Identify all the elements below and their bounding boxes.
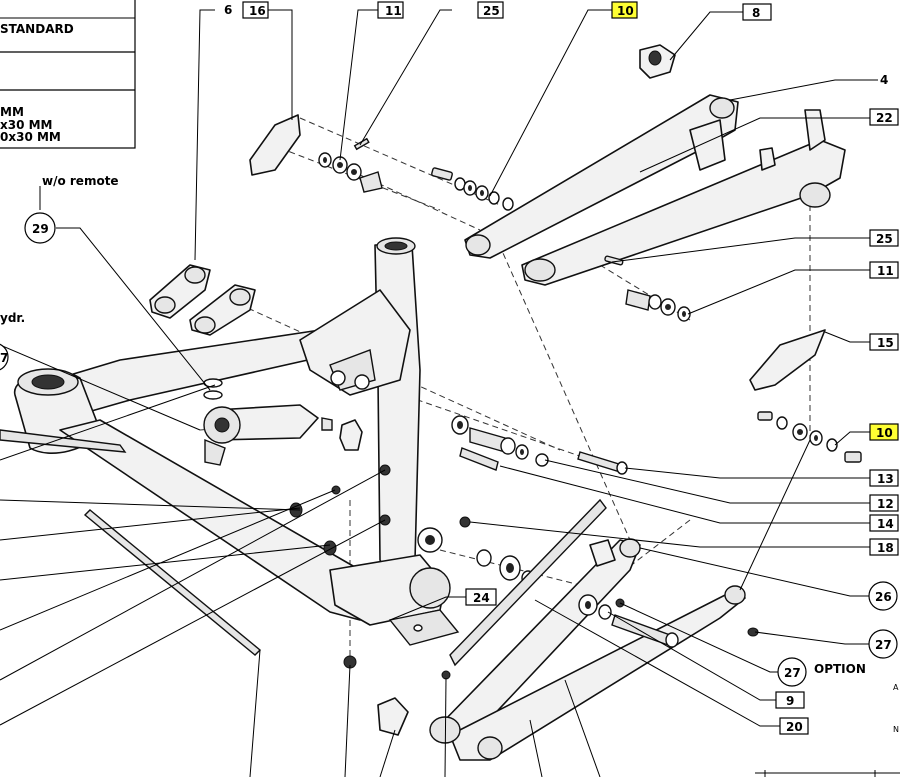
main-frame: [0, 237, 451, 656]
bolt-stack-10-right: [757, 411, 862, 463]
callout-12: 12: [877, 497, 894, 511]
note-edge-n: N: [893, 725, 899, 734]
callout-14: 14: [877, 517, 894, 531]
link-plates: [149, 264, 256, 336]
callout-25-top: 25: [483, 4, 500, 18]
bottom-border-strip: [755, 770, 900, 777]
leader-lines: [0, 9, 878, 778]
callout-24: 24: [473, 591, 490, 605]
chainstay-22: [521, 109, 846, 286]
bolt-stack-10-top: [431, 167, 514, 211]
note-hydr: ydr.: [0, 311, 25, 325]
callout-27-option: 27: [784, 666, 801, 680]
title-x30mm: x30 MM: [0, 118, 53, 132]
callout-26: 26: [875, 590, 892, 604]
callout-15: 15: [877, 336, 894, 350]
pivot-hardware-stack: [451, 415, 628, 475]
upper-link-4: [464, 94, 739, 259]
bolt-stack-top: [318, 137, 383, 193]
bolt-stack-mid-right: [604, 255, 691, 322]
callout-27-right: 27: [875, 638, 892, 652]
guard-15: [749, 329, 826, 391]
callout-22: 22: [876, 111, 893, 125]
note-option: OPTION: [814, 662, 866, 676]
callout-25-right: 25: [876, 232, 893, 246]
callout-7-partial: 7: [0, 351, 8, 365]
callout-6: 6: [224, 3, 232, 17]
callout-labels: 6 16 11 25 10 8 4 22 25 11 15 10 13 12 1…: [0, 1, 899, 735]
callout-11-right: 11: [877, 264, 894, 278]
title-0x30mm: 0x30 MM: [0, 130, 61, 144]
callout-18: 18: [877, 541, 894, 555]
callout-29: 29: [32, 222, 49, 236]
callout-9: 9: [786, 694, 794, 708]
callout-16: 16: [249, 4, 266, 18]
note-edge-a: A: [893, 683, 899, 692]
notes: w/o remote ydr. OPTION N A: [0, 174, 899, 734]
callout-11-top: 11: [385, 4, 402, 18]
fender-16: [249, 114, 301, 176]
callout-4: 4: [880, 73, 888, 87]
title-standard: STANDARD: [0, 22, 74, 36]
small-hardware: [289, 464, 535, 646]
title-mm: MM: [0, 105, 24, 119]
shock-absorber: [203, 378, 363, 466]
callout-20: 20: [786, 720, 803, 734]
clamp-8: [639, 44, 676, 79]
note-wo-remote: w/o remote: [42, 174, 119, 188]
callout-10-top: 10: [617, 4, 634, 18]
callout-8: 8: [752, 6, 760, 20]
rear-swingarm: [343, 498, 759, 761]
callout-13: 13: [877, 472, 894, 486]
callout-10-right: 10: [876, 426, 893, 440]
title-block: STANDARD MM x30 MM 0x30 MM: [0, 0, 136, 149]
